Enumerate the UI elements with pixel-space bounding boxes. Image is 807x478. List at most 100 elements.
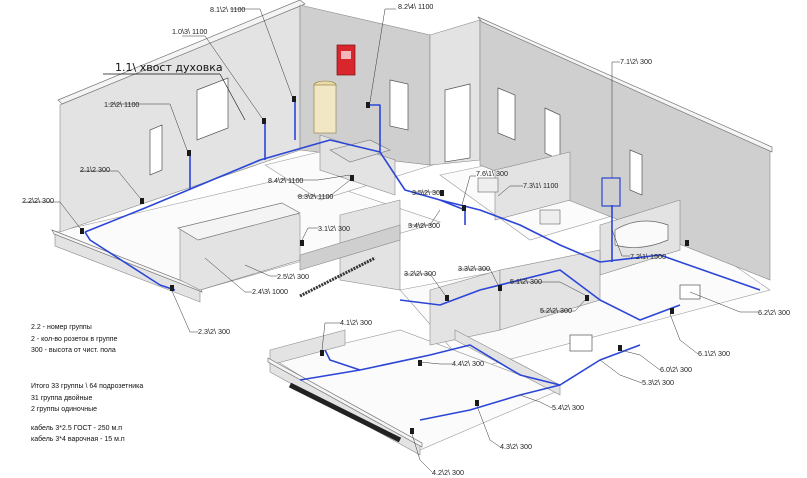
cable-route: [299, 344, 641, 386]
wall-back-left-top: [57, 0, 306, 105]
socket-box: [350, 175, 354, 181]
bathtub-icon: [614, 220, 669, 248]
cable-route: [370, 104, 381, 152]
socket-box: [445, 295, 449, 301]
legend-line: 2 - кол-во розеток в группе: [31, 336, 118, 343]
group-label: 7.2\1\ 1500: [630, 252, 666, 261]
wall-back-right-top: [477, 16, 773, 153]
group-label: 3.5\2\ 300: [412, 188, 444, 197]
socket-box: [262, 118, 266, 124]
group-label: 2.3\2\ 300: [198, 327, 230, 336]
socket-box: [366, 102, 370, 108]
socket-box: [410, 428, 414, 434]
socket-box: [618, 345, 622, 351]
group-label: 4.2\2\ 300: [432, 468, 464, 477]
group-label: 2.1\2 300: [80, 165, 110, 174]
socket-box: [80, 228, 84, 234]
socket-box: [140, 198, 144, 204]
group-label: 3.2\2\ 300: [404, 269, 436, 278]
group-label: 7.1\2\ 300: [620, 57, 652, 66]
group-label: 8.1\2\ 1100: [210, 5, 245, 14]
legend-line: 300 - высота от чист. пола: [31, 347, 116, 354]
legend-line: кабель 3*2.5 ГОСТ - 250 м.п: [31, 424, 122, 432]
socket-box: [475, 400, 479, 406]
socket-box: [170, 285, 174, 291]
socket-box: [187, 150, 191, 156]
group-label: 3.1\2\ 300: [318, 224, 350, 233]
title-callout: 1.1\ хвост духовка: [103, 61, 246, 121]
group-label: 7.6\1\ 300: [476, 169, 508, 178]
partition-bottom-front-top: [267, 357, 423, 448]
socket-box: [585, 295, 589, 301]
sink-icon: [477, 177, 499, 193]
boiler-panel: [341, 51, 351, 59]
group-label: 3.3\2\ 300: [458, 264, 490, 273]
partition-hall-top: [177, 202, 301, 241]
partition-bath-1: [494, 151, 571, 221]
socket-markers: [80, 96, 689, 434]
partition-left-front-top: [51, 229, 203, 293]
socket-box: [418, 360, 422, 366]
cable-route: [324, 349, 361, 371]
toilet-module-icon: [601, 177, 621, 207]
group-label: 8.4\2\ 1100: [268, 176, 303, 185]
window-left-1: [149, 124, 163, 176]
socket-box: [320, 350, 324, 356]
window-right-1: [497, 87, 516, 141]
door-center: [444, 83, 471, 163]
partition-corridor: [299, 224, 401, 271]
group-label: 5.4\2\ 300: [552, 403, 584, 412]
group-label: 2.2\2\ 300: [22, 196, 54, 205]
socket-box: [498, 285, 502, 291]
socket-box: [300, 240, 304, 246]
legend-line: Итого 33 группы \ 64 подрозетника: [31, 383, 143, 390]
group-label: 8.3\2\ 1100: [298, 192, 333, 201]
group-label: 4.4\2\ 300: [452, 359, 484, 368]
cable-route: [419, 384, 561, 421]
group-label: 3.4\2\ 300: [408, 221, 440, 230]
socket-box: [685, 240, 689, 246]
cable-route: [399, 269, 681, 321]
group-label: 1.0\3\ 1100: [172, 27, 207, 36]
diagram-title: 1.1\ хвост духовка: [115, 61, 223, 74]
window-right-2: [544, 107, 561, 161]
washbasin-icon: [539, 209, 561, 225]
group-label: 6.0\2\ 300: [660, 365, 692, 374]
leader-lines: [24, 8, 758, 473]
cable-route: [84, 231, 176, 291]
group-label: 2.4\3\ 1000: [252, 287, 288, 296]
boiler-icon: [336, 44, 356, 76]
group-label: 5.1\2\ 300: [510, 277, 542, 286]
cable-routes: [84, 98, 761, 421]
group-labels: 8.1\2\ 1100 8.2\4\ 1100 1.0\3\ 1100 1.2\…: [22, 2, 790, 477]
kitchen-counter: [329, 139, 391, 163]
group-label: 5.3\2\ 300: [642, 378, 674, 387]
group-label: 6.1\2\ 300: [698, 349, 730, 358]
threshold-strip: [299, 256, 376, 298]
group-label: 7.3\1\ 1100: [523, 181, 558, 190]
group-label: 6.2\2\ 300: [758, 308, 790, 317]
legend-line: 31 группа двойные: [31, 394, 92, 402]
legend-line: 2 группы одиночные: [31, 406, 97, 413]
window-center: [389, 79, 409, 131]
radiator-icon: [569, 334, 593, 352]
socket-box: [292, 96, 296, 102]
window-right-3: [629, 149, 643, 196]
group-label: 5.2\2\ 300: [540, 306, 572, 315]
group-label: 1.2\2\ 1100: [104, 100, 139, 109]
legend: 2.2 - номер группы 2 - кол-во розеток в …: [31, 324, 143, 443]
socket-box: [670, 308, 674, 314]
socket-box: [440, 190, 444, 196]
group-label: 4.3\2\ 300: [500, 442, 532, 451]
water-heater-icon: [313, 84, 337, 134]
floor-heating-strip: [288, 382, 402, 443]
socket-box: [462, 205, 466, 211]
legend-line: 2.2 - номер группы: [31, 324, 92, 331]
group-label: 4.1\2\ 300: [340, 318, 372, 327]
window-left-2: [196, 77, 229, 141]
group-label: 2.5\2\ 300: [277, 272, 309, 281]
legend-line: кабель 3*4 варочная - 15 м.п: [31, 435, 125, 443]
group-label: 8.2\4\ 1100: [398, 2, 433, 11]
